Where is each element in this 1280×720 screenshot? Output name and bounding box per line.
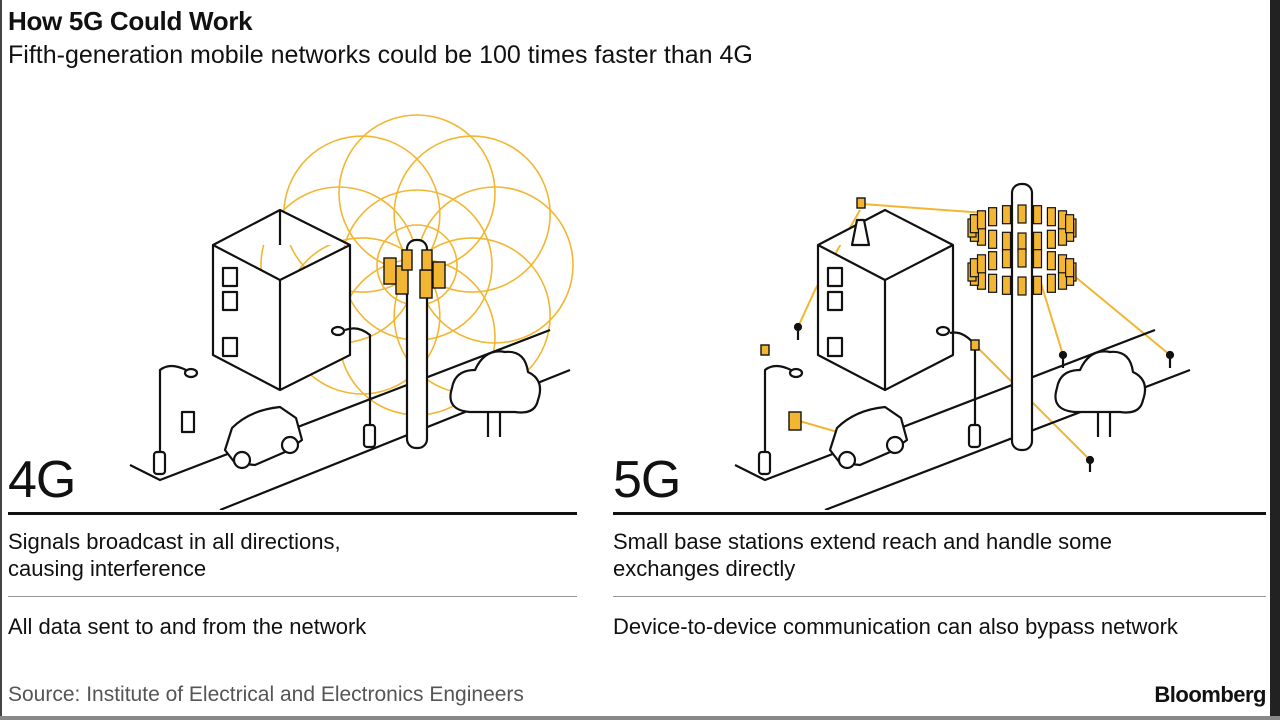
antenna-array — [383, 249, 446, 299]
antenna-element — [1046, 207, 1057, 227]
divider — [613, 512, 1266, 515]
antenna-element — [987, 273, 998, 293]
antenna-element — [1017, 276, 1027, 296]
link-line — [1039, 279, 1064, 356]
streetlight — [763, 364, 792, 470]
label-5g: 5G — [613, 451, 681, 509]
car — [828, 405, 909, 467]
page-subtitle: Fifth-generation mobile networks could b… — [8, 41, 753, 69]
note-4g: All data sent to and from the network — [8, 614, 367, 639]
antenna-element — [1064, 214, 1075, 234]
source-note: Source: Institute of Electrical and Elec… — [8, 683, 524, 706]
antenna-element — [1046, 251, 1057, 271]
car — [223, 405, 304, 467]
cell-tower — [1010, 182, 1034, 452]
antenna-element — [1032, 249, 1043, 269]
antenna-element — [987, 251, 998, 271]
antenna-element — [987, 229, 998, 249]
antenna-rings — [967, 204, 1077, 296]
antenna-element — [1064, 258, 1075, 278]
link-line — [861, 203, 986, 214]
device-markers — [793, 322, 1175, 472]
window-border-right — [1270, 0, 1280, 720]
antenna-element — [1017, 248, 1027, 268]
antenna-element — [1046, 229, 1057, 249]
building-window — [221, 290, 239, 312]
antenna-element — [1032, 231, 1043, 251]
window-border-left — [0, 0, 2, 720]
building — [211, 208, 352, 392]
divider — [8, 596, 577, 597]
streetlight — [344, 327, 372, 440]
link-line — [1072, 274, 1171, 356]
divider — [613, 596, 1266, 597]
tree — [449, 350, 542, 437]
label-4g: 4G — [8, 451, 76, 509]
antenna-element — [1001, 231, 1012, 251]
antenna-element — [987, 207, 998, 227]
building-window — [221, 266, 239, 288]
antenna-element — [1032, 205, 1043, 225]
signal-circle — [393, 135, 551, 293]
description-line: Small base stations extend reach and han… — [613, 529, 1112, 554]
building — [816, 208, 955, 392]
brand-logo: Bloomberg — [1154, 682, 1266, 707]
antenna-element — [1001, 275, 1012, 295]
description-5g: Small base stations extend reach and han… — [613, 528, 1112, 582]
description-line: causing interference — [8, 556, 207, 581]
description-4g: Signals broadcast in all directions, cau… — [8, 528, 341, 582]
antenna-element — [976, 254, 987, 274]
antenna-element — [1017, 204, 1027, 224]
tree — [1054, 350, 1147, 437]
antenna-element — [1032, 275, 1043, 295]
antenna-element — [1001, 205, 1012, 225]
divider — [8, 512, 577, 515]
antenna-element — [1046, 273, 1057, 293]
antenna-element — [1017, 232, 1027, 252]
5g-illustration — [734, 182, 1191, 510]
rooftop-antenna — [850, 218, 871, 247]
building-window — [221, 336, 239, 358]
note-5g: Device-to-device communication can also … — [613, 614, 1178, 639]
page-title: How 5G Could Work — [8, 6, 253, 36]
antenna-element — [1001, 249, 1012, 269]
description-line: exchanges directly — [613, 556, 796, 581]
antenna-element — [976, 210, 987, 230]
4g-illustration — [129, 114, 574, 510]
window-border-bottom — [0, 716, 1280, 720]
small-base-stations — [760, 197, 980, 431]
streetlight — [158, 364, 187, 470]
description-line: Signals broadcast in all directions, — [8, 529, 341, 554]
